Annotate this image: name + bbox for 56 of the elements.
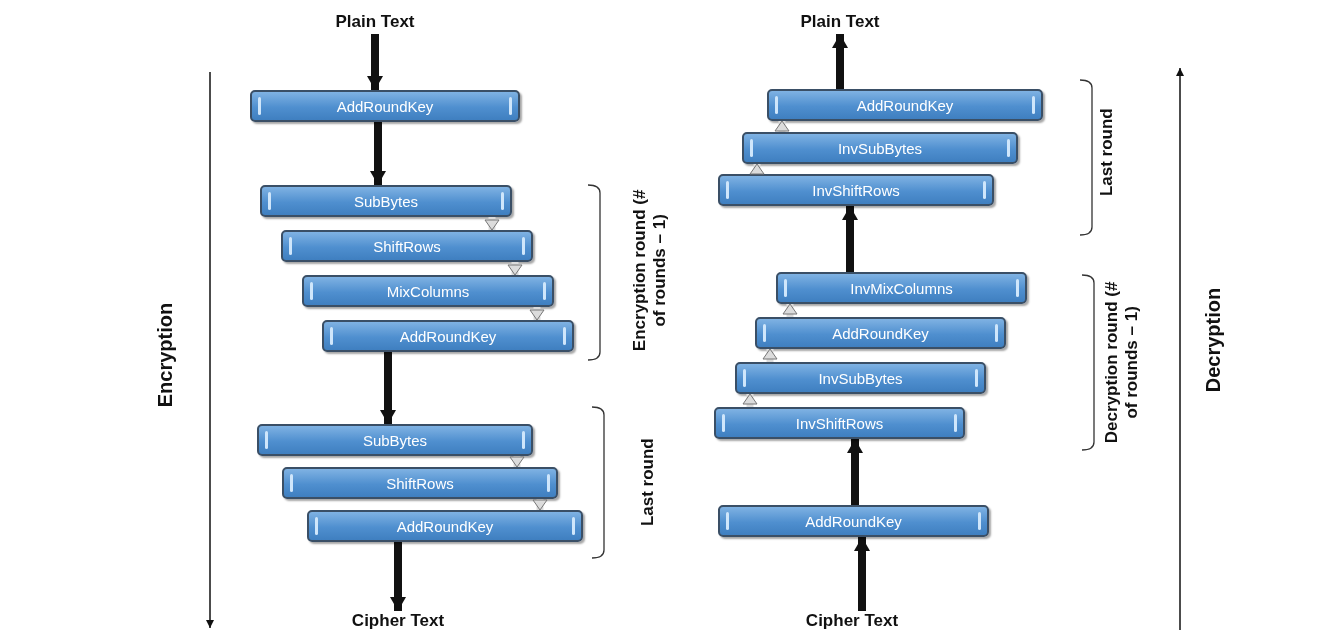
- round-label: Last round: [637, 438, 658, 527]
- arrow: [507, 262, 523, 276]
- step-name: InvMixColumns: [850, 279, 953, 297]
- round-label: Encryption round (# of rounds – 1): [629, 188, 670, 353]
- io-label: Cipher Text: [797, 611, 907, 633]
- step-name: AddRoundKey: [856, 96, 954, 114]
- arrow: [782, 303, 798, 317]
- process-box: [302, 275, 554, 307]
- arrow: [380, 352, 396, 424]
- process-box: [776, 272, 1027, 304]
- process-box: [742, 132, 1018, 164]
- step-name: InvSubBytes: [837, 139, 923, 157]
- section-label: Decryption: [1201, 287, 1226, 393]
- step-name: InvShiftRows: [795, 414, 884, 432]
- arrow: [509, 456, 525, 468]
- step-name: AddRoundKey: [336, 97, 434, 115]
- step-name: InvShiftRows: [812, 181, 900, 199]
- process-box: [767, 89, 1043, 121]
- arrow: [847, 439, 863, 505]
- arrow: [762, 348, 778, 362]
- step-name: AddRoundKey: [399, 327, 497, 345]
- process-box: [735, 362, 986, 394]
- step-name: ShiftRows: [386, 474, 454, 492]
- arrow: [529, 307, 545, 321]
- arrow: [370, 122, 386, 185]
- step-name: SubBytes: [353, 192, 419, 210]
- process-box: [718, 174, 994, 206]
- process-box: [322, 320, 574, 352]
- arrow: [842, 206, 858, 272]
- round-label: Last round: [1096, 108, 1117, 197]
- round-label: Decryption round (# of rounds – 1): [1101, 280, 1142, 445]
- process-box: [755, 317, 1006, 349]
- process-box: [260, 185, 512, 217]
- step-name: AddRoundKey: [832, 324, 929, 342]
- arrow: [742, 393, 758, 407]
- step-name: AddRoundKey: [805, 512, 902, 530]
- process-box: [307, 510, 583, 542]
- arrow: [749, 163, 765, 175]
- process-box: [257, 424, 533, 456]
- io-label: Cipher Text: [343, 611, 453, 633]
- step-name: AddRoundKey: [396, 517, 494, 535]
- process-box: [282, 467, 558, 499]
- step-name: ShiftRows: [373, 237, 441, 255]
- step-name: SubBytes: [362, 431, 428, 449]
- process-box: [718, 505, 989, 537]
- process-box: [281, 230, 533, 262]
- arrow: [484, 217, 500, 231]
- section-label: Encryption: [153, 302, 178, 408]
- arrow: [774, 120, 790, 132]
- step-name: MixColumns: [386, 282, 470, 300]
- step-name: InvSubBytes: [818, 369, 903, 387]
- arrow: [532, 499, 548, 511]
- io-label: Plain Text: [330, 12, 420, 34]
- process-box: [250, 90, 520, 122]
- io-label: Plain Text: [785, 12, 895, 34]
- process-box: [714, 407, 965, 439]
